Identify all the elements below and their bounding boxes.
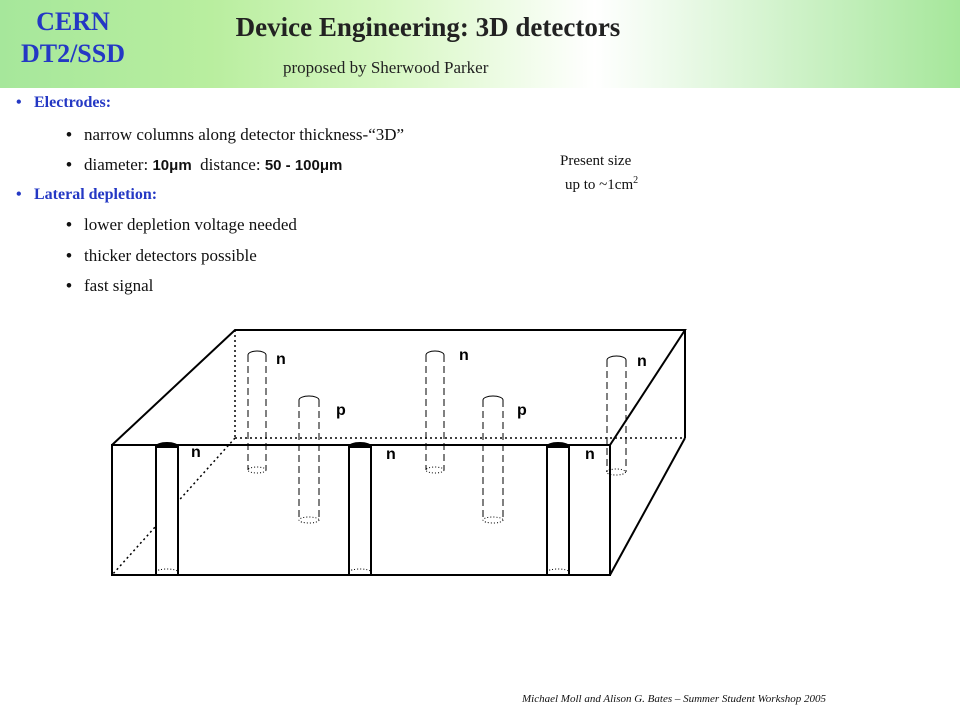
label-p-mid-right: p	[517, 402, 527, 419]
bullet-columns-text: narrow columns along detector thickness-…	[84, 125, 405, 144]
bullet-fast-text: fast signal	[84, 276, 154, 295]
column-top	[546, 442, 570, 448]
bullet-lateral: • Lateral depletion:	[16, 186, 157, 204]
label-n-front-mid: n	[386, 446, 396, 463]
column-top	[482, 395, 504, 401]
present-size-line2: up to ~1cm2	[560, 171, 638, 195]
label-p-mid-left: p	[336, 402, 346, 419]
bullet-thicker-text: thicker detectors possible	[84, 246, 257, 265]
column-n-back-mid	[425, 350, 445, 474]
column-body	[348, 446, 372, 576]
label-n-back-mid: n	[459, 347, 469, 364]
bullet-dot: •	[66, 276, 72, 295]
cern-logo: CERN DT2/SSD	[8, 6, 138, 70]
column-top	[348, 442, 372, 448]
column-n-back-left	[247, 350, 267, 474]
label-n-back-right: n	[637, 353, 647, 370]
bullet-dot: •	[66, 125, 72, 144]
diameter-value: 10μm	[152, 157, 192, 174]
column-n-front-mid	[348, 442, 372, 576]
bullet-voltage-text: lower depletion voltage needed	[84, 215, 297, 234]
bullet-dot: •	[66, 246, 72, 265]
column-bottom	[606, 468, 626, 476]
distance-prefix: distance:	[191, 155, 265, 174]
bullet-electrodes-label: Electrodes:	[34, 94, 112, 111]
bullet-dot: •	[66, 215, 72, 234]
bullet-columns: • narrow columns along detector thickness…	[66, 125, 404, 145]
column-top	[425, 350, 445, 356]
header-band	[0, 0, 960, 88]
column-labels: n n n p p n n n	[191, 347, 647, 463]
bullet-fast: • fast signal	[66, 276, 153, 296]
logo-line-2: DT2/SSD	[20, 39, 126, 68]
bullet-lateral-label: Lateral depletion:	[34, 186, 158, 203]
present-size-line1: Present size	[560, 153, 632, 169]
slide-title: Device Engineering: 3D detectors	[235, 12, 621, 42]
box-top-outline	[111, 329, 687, 446]
present-size-sup: 2	[633, 175, 639, 186]
front-columns	[155, 442, 570, 576]
diameter-prefix: diameter:	[84, 155, 153, 174]
column-p-mid-left	[298, 395, 320, 524]
present-size-note: Present size up to ~1cm2	[560, 151, 638, 195]
hidden-left-bottom	[111, 437, 236, 576]
label-n-back-left: n	[276, 351, 286, 368]
bullet-dot: •	[16, 186, 22, 203]
label-n-front-left: n	[191, 444, 201, 461]
label-n-front-right: n	[585, 446, 595, 463]
column-n-front-right	[546, 442, 570, 576]
column-body	[546, 446, 570, 576]
column-bottom	[482, 516, 504, 524]
column-bottom	[298, 516, 320, 524]
column-bottom	[425, 466, 445, 474]
column-top	[155, 442, 179, 448]
bullet-dot: •	[16, 94, 22, 111]
bullet-dot: •	[66, 155, 72, 174]
column-body	[155, 446, 179, 576]
back-columns	[247, 350, 627, 524]
bullet-thicker: • thicker detectors possible	[66, 246, 257, 266]
logo-line-1: CERN	[36, 7, 110, 36]
column-p-mid-right	[482, 395, 504, 524]
column-bottom	[247, 466, 267, 474]
column-n-front-left	[155, 442, 179, 576]
column-n-back-right	[606, 355, 627, 476]
bullet-electrodes: • Electrodes:	[16, 94, 111, 112]
footer-credit: Michael Moll and Alison G. Bates – Summe…	[522, 693, 827, 705]
present-size-value: up to ~1cm	[565, 177, 634, 193]
column-top	[606, 355, 627, 361]
box-hidden-edges	[111, 330, 685, 576]
slide-subtitle: proposed by Sherwood Parker	[283, 58, 489, 77]
bullet-diameter: • diameter: 10μm distance: 50 - 100μm	[66, 155, 342, 175]
column-top	[298, 395, 320, 401]
distance-value: 50 - 100μm	[264, 157, 343, 174]
column-top	[247, 350, 267, 356]
bullet-voltage: • lower depletion voltage needed	[66, 215, 297, 235]
box-right-bottom-edge	[609, 437, 686, 576]
